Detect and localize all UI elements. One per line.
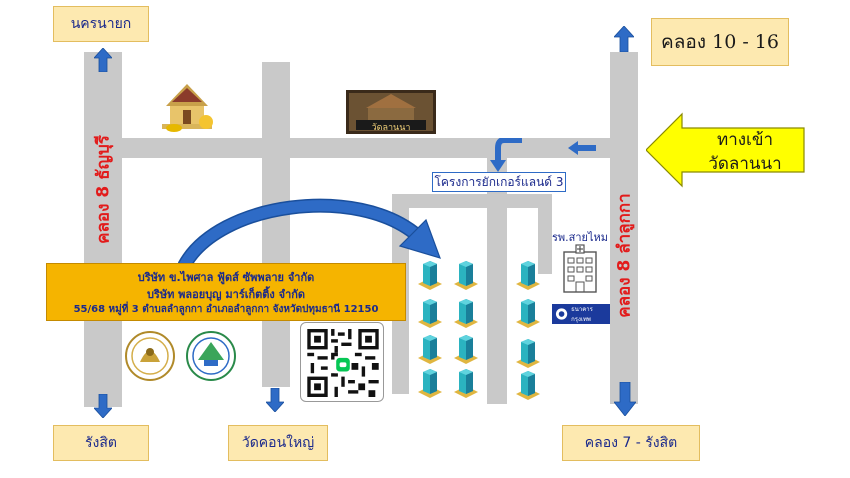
arrow-down-middle-icon <box>266 388 284 412</box>
building-icon <box>418 369 442 398</box>
certification-logo-2 <box>186 331 236 381</box>
road-name-left: คลอง 8 ธัญบุรี <box>93 135 114 244</box>
temple-sign-photo <box>346 90 436 134</box>
qr-code-frame <box>300 322 384 402</box>
entrance-line2: วัดลานนา <box>708 154 782 174</box>
destination-bottom-left: รังสิต <box>53 425 149 461</box>
company-banner: บริษัท ข.ไพศาล ฟู้ดส์ ซัพพลาย จำกัด บริษ… <box>46 263 406 321</box>
company-line2: บริษัท พลอยบุญ มาร์เก็ตติ้ง จำกัด <box>146 288 306 301</box>
hospital-label: รพ.สายไหม <box>551 231 609 244</box>
arrow-turn-icon <box>490 138 522 172</box>
road-name-right: คลอง 8 ลำลูกกา <box>614 193 635 318</box>
building-icon <box>516 261 540 290</box>
entrance-arrow-icon <box>646 112 805 188</box>
building-icon <box>418 261 442 290</box>
arrow-up-right-icon <box>614 26 634 52</box>
qr-code <box>307 329 379 397</box>
curved-arrow-icon <box>178 198 441 270</box>
building-icon <box>418 335 442 364</box>
project-label: โครงการยักเกอร์แลนด์ 3 <box>432 172 566 192</box>
temple-sign-text: วัดลานนา <box>371 123 411 133</box>
building-icon <box>454 299 478 328</box>
certification-logo-1 <box>125 331 175 381</box>
destination-bottom-right: คลอง 7 - รังสิต <box>562 425 700 461</box>
destination-top-left: นครนายก <box>53 6 149 42</box>
road-left-vertical <box>84 52 122 407</box>
temple-icon <box>154 80 220 136</box>
destination-bottom-middle: วัดคอนใหญ่ <box>228 425 328 461</box>
arrow-down-right-icon <box>614 382 636 416</box>
building-icon <box>454 369 478 398</box>
road-right-vertical <box>610 52 638 404</box>
building-icon <box>454 335 478 364</box>
bank-logo: ธนาคารกรุงเทพ <box>552 304 610 324</box>
road-horizontal-top <box>84 138 638 158</box>
building-icon <box>454 261 478 290</box>
road-project-middle <box>487 158 507 404</box>
bank-label: ธนาคารกรุงเทพ <box>571 306 593 323</box>
arrow-down-left-icon <box>94 394 112 418</box>
arrow-up-left-icon <box>94 48 112 72</box>
building-icon <box>516 339 540 368</box>
building-icon <box>418 299 442 328</box>
entrance-line1: ทางเข้า <box>716 130 774 150</box>
company-line1: บริษัท ข.ไพศาล ฟู้ดส์ ซัพพลาย จำกัด <box>137 271 315 284</box>
arrow-left-road-icon <box>568 141 596 155</box>
destination-top-right: คลอง 10 - 16 <box>651 18 789 66</box>
building-icon <box>516 371 540 400</box>
road-project-right <box>538 194 552 274</box>
road-project-top <box>392 194 552 208</box>
road-middle-vertical <box>262 62 290 387</box>
bank-logo-mark <box>555 308 568 320</box>
company-line3: 55/68 หมู่ที่ 3 ตำบลลำลูกกา อำเภอลำลูกกา… <box>73 304 379 315</box>
building-icon <box>516 299 540 328</box>
hospital-icon <box>563 244 597 293</box>
